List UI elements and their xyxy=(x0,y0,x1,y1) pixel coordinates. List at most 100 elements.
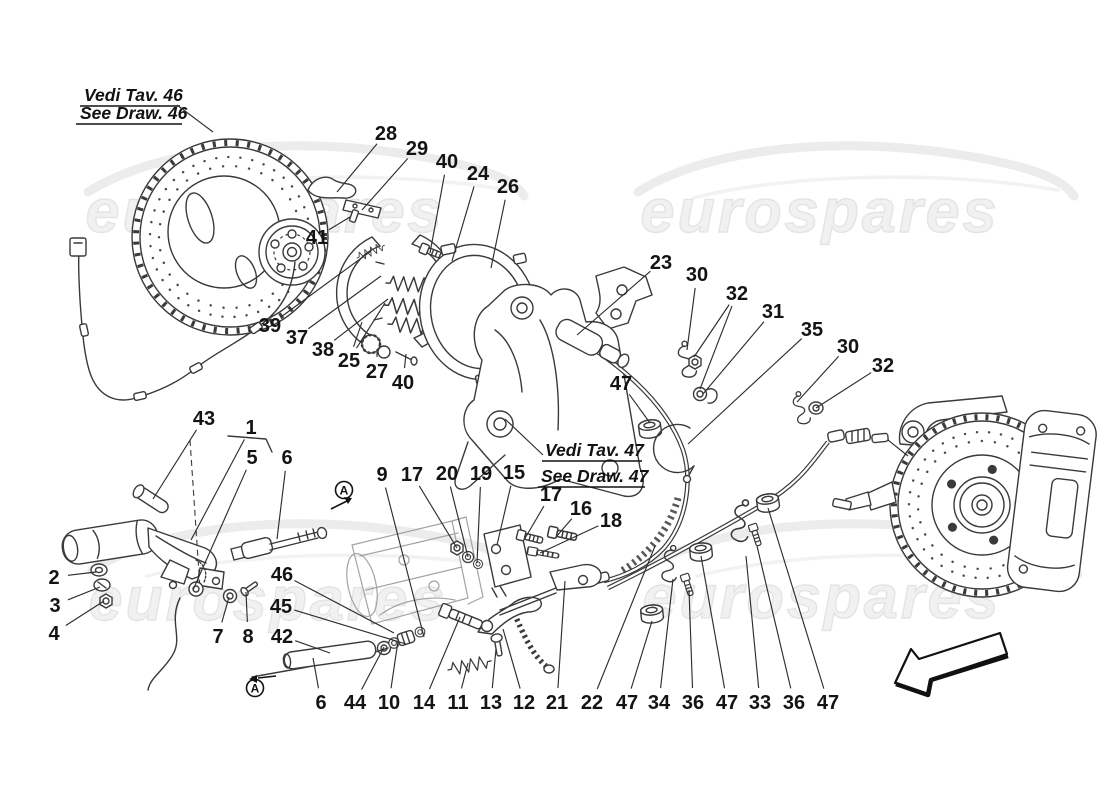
leader-line xyxy=(496,485,512,546)
leader-line xyxy=(328,216,351,231)
leader-line xyxy=(576,270,651,336)
support-bracket-26 xyxy=(595,266,653,330)
part-callout-17: 17 xyxy=(540,484,562,506)
washer-31 xyxy=(692,386,708,402)
leader-line xyxy=(476,486,481,564)
leader-line xyxy=(555,518,573,538)
wheel-hub xyxy=(258,218,326,286)
part-callout-1: 1 xyxy=(245,417,256,439)
leader-line xyxy=(307,275,382,330)
leader-line xyxy=(276,470,286,540)
leader-line xyxy=(699,305,733,390)
leader-line xyxy=(221,596,230,623)
leader-line xyxy=(418,485,458,549)
part-callout-11: 11 xyxy=(447,692,468,714)
leader-line xyxy=(686,287,696,351)
note46-line2: See Draw. 46 xyxy=(80,103,188,123)
ferrule-cluster xyxy=(376,626,426,656)
part-callout-30: 30 xyxy=(837,336,859,358)
part-callout-39: 39 xyxy=(259,315,281,337)
svg-text:A: A xyxy=(251,682,260,696)
part-callout-31: 31 xyxy=(762,301,784,323)
part-callout-47: 47 xyxy=(610,373,632,395)
leader-line xyxy=(523,505,545,541)
part-callout-9: 9 xyxy=(376,464,387,486)
bolt-16 xyxy=(546,525,579,544)
leader-line xyxy=(660,578,674,689)
leader-line xyxy=(687,338,803,445)
leader-line xyxy=(428,616,461,690)
release-wire xyxy=(147,597,181,691)
part-callout-13: 13 xyxy=(480,692,502,714)
part-callout-20: 20 xyxy=(436,463,458,485)
leader-line xyxy=(502,628,521,689)
part-callout-32: 32 xyxy=(726,283,748,305)
leader-line xyxy=(294,609,407,645)
leader-line xyxy=(815,372,872,409)
shoe-lever-28 xyxy=(307,176,357,199)
part-callout-18: 18 xyxy=(600,510,622,532)
leader-lines xyxy=(65,143,872,690)
part-callout-6: 6 xyxy=(281,447,292,469)
watermark-bottom-left: eurospares xyxy=(89,524,528,634)
clip-19 xyxy=(472,558,484,570)
part-callout-2: 2 xyxy=(48,567,59,589)
sensor-cable xyxy=(69,237,296,401)
bolt-13 xyxy=(490,633,503,657)
part-callout-22: 22 xyxy=(581,692,603,714)
leader-line xyxy=(295,640,331,654)
part-callout-16: 16 xyxy=(570,498,592,520)
leader-line xyxy=(460,662,469,689)
leader-line xyxy=(429,174,446,254)
leader-line xyxy=(361,646,385,690)
leader-line xyxy=(67,586,101,601)
part-callout-33: 33 xyxy=(749,692,771,714)
part-callout-46: 46 xyxy=(271,564,293,586)
leader-line xyxy=(65,600,105,626)
bolt-18 xyxy=(526,545,560,561)
pivot-axis xyxy=(189,439,201,589)
note-see-draw-46: Vedi Tav. 46 See Draw. 46 xyxy=(76,85,214,133)
grommet-47a xyxy=(637,417,663,441)
leader-line xyxy=(294,580,395,634)
section-marker-a1: A xyxy=(330,480,354,510)
note47-line1: Vedi Tav. 47 xyxy=(545,440,645,460)
leader-line xyxy=(700,555,726,689)
part-callout-38: 38 xyxy=(312,339,334,361)
part-callout-25: 25 xyxy=(338,350,360,372)
part-callout-4: 4 xyxy=(48,623,60,645)
leader-line xyxy=(693,304,730,358)
pin-41 xyxy=(348,209,360,223)
part-callout-5: 5 xyxy=(246,447,257,469)
part-callout-40: 40 xyxy=(392,372,414,394)
leader-line xyxy=(449,486,469,558)
leader-line xyxy=(190,439,245,541)
chassis-ghost xyxy=(346,516,484,625)
front-brake-disc xyxy=(69,138,329,401)
part-callout-27: 27 xyxy=(366,361,388,383)
release-rod-43 xyxy=(132,484,169,514)
adjuster-bolt-14 xyxy=(438,602,483,630)
sensor-connector xyxy=(69,237,87,257)
part-callout-47: 47 xyxy=(817,692,839,714)
handbrake-lever xyxy=(61,435,328,691)
leader-line xyxy=(352,321,363,347)
part-callout-42: 42 xyxy=(271,626,293,648)
direction-arrow xyxy=(893,631,1009,698)
part-callout-34: 34 xyxy=(648,692,671,714)
rear-handbrake-cable xyxy=(509,427,909,674)
part-callout-15: 15 xyxy=(503,462,525,484)
part-callout-36: 36 xyxy=(682,692,704,714)
part-callout-28: 28 xyxy=(375,123,397,145)
part-callout-44: 44 xyxy=(344,692,367,714)
part-callout-43: 43 xyxy=(193,408,215,430)
leader-line xyxy=(557,580,566,689)
watermark-text: eurospares xyxy=(643,563,1002,631)
leader-line xyxy=(336,143,378,193)
svg-text:A: A xyxy=(340,484,349,498)
shoe-plate-29 xyxy=(342,199,382,219)
part-callout-21: 21 xyxy=(546,692,568,714)
